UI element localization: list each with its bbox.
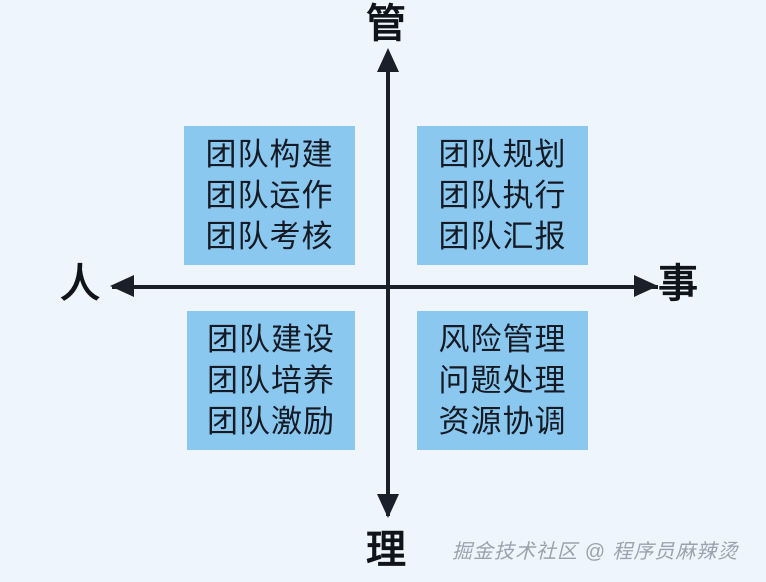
axis-label-bottom: 理 bbox=[366, 528, 406, 572]
watermark: 掘金技术社区 @ 程序员麻辣烫 bbox=[452, 541, 739, 563]
quadrant-line: 资源协调 bbox=[438, 404, 567, 439]
quadrant-line: 团队运作 bbox=[205, 178, 334, 213]
arrow-right-icon bbox=[634, 275, 658, 297]
arrow-left-icon bbox=[110, 275, 134, 297]
axis-label-top: 管 bbox=[366, 2, 406, 46]
quadrant-line: 团队考核 bbox=[205, 219, 334, 254]
quadrant-bottom-right: 风险管理 问题处理 资源协调 bbox=[417, 311, 588, 450]
axis-label-left: 人 bbox=[60, 262, 100, 306]
horizontal-axis-line bbox=[112, 285, 658, 289]
quadrant-line: 团队规划 bbox=[438, 137, 567, 172]
quadrant-line: 团队执行 bbox=[438, 178, 567, 213]
quadrant-line: 团队构建 bbox=[205, 137, 334, 172]
quadrant-line: 团队建设 bbox=[207, 322, 335, 357]
arrow-down-icon bbox=[377, 494, 399, 518]
quadrant-top-left: 团队构建 团队运作 团队考核 bbox=[184, 126, 355, 265]
quadrant-line: 风险管理 bbox=[438, 322, 567, 357]
vertical-axis-line bbox=[386, 52, 390, 516]
arrow-up-icon bbox=[377, 48, 399, 72]
quadrant-bottom-left: 团队建设 团队培养 团队激励 bbox=[187, 311, 355, 450]
quadrant-line: 团队汇报 bbox=[438, 219, 567, 254]
axis-label-right: 事 bbox=[658, 262, 698, 306]
quadrant-line: 问题处理 bbox=[438, 363, 567, 398]
quadrant-top-right: 团队规划 团队执行 团队汇报 bbox=[417, 126, 588, 265]
quadrant-line: 团队培养 bbox=[207, 363, 335, 398]
quadrant-line: 团队激励 bbox=[207, 404, 335, 439]
